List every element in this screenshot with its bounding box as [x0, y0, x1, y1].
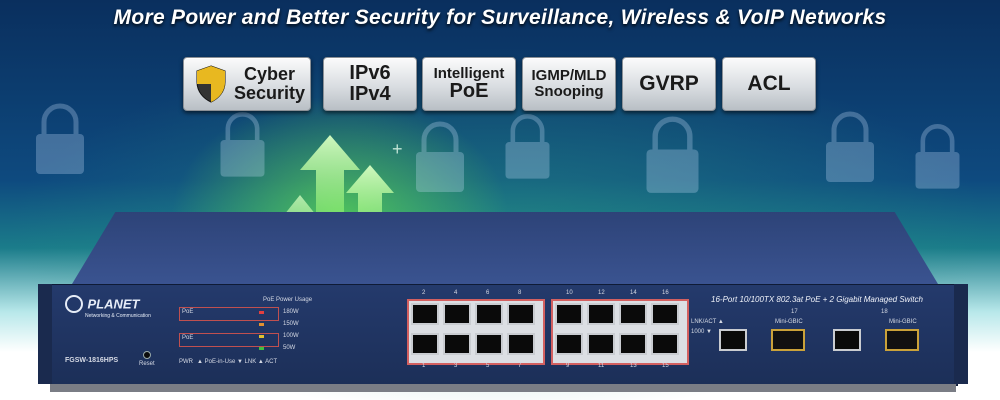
led-legend: ▲ PoE-in-Use ▼ LNK ▲ ACT	[197, 359, 278, 365]
brand-name: PLANET	[87, 296, 140, 312]
port-number-top: 10	[566, 290, 573, 296]
poe-led-label-2: PoE	[182, 335, 194, 341]
rj45-port-2[interactable]	[411, 303, 439, 325]
port-number-bottom: 15	[662, 363, 669, 369]
switch-base	[50, 384, 956, 392]
rj45-port-7[interactable]	[507, 333, 535, 355]
power-led-100	[259, 335, 264, 338]
badge-acl: ACL	[722, 57, 816, 111]
rj45-port-12[interactable]	[587, 303, 615, 325]
svg-text:+: +	[392, 139, 403, 159]
sfp-slot-17[interactable]	[771, 329, 805, 351]
minigbic-label-18: Mini-GBIC	[889, 319, 917, 325]
power-led-180	[259, 311, 264, 314]
sfp-slot-18[interactable]	[885, 329, 919, 351]
rack-ear-left	[38, 284, 52, 384]
port-number-top: 2	[422, 290, 426, 296]
power-level-100: 100W	[283, 333, 299, 339]
lnk-act-label: LNK/ACT ▲	[691, 319, 724, 325]
combo-17-label: 17	[791, 309, 798, 315]
rj45-port-14[interactable]	[619, 303, 647, 325]
badge-ipv-line2: IPv4	[349, 83, 391, 105]
poe-led-label: PoE	[182, 309, 194, 315]
power-led-50	[259, 347, 264, 350]
padlock-icon	[505, 114, 550, 179]
badge-igmp-mld: IGMP/MLD Snooping	[522, 57, 616, 111]
banner-headline: More Power and Better Security for Surve…	[113, 6, 887, 29]
rj45-port-8[interactable]	[507, 303, 535, 325]
rj45-port-13[interactable]	[619, 333, 647, 355]
port-number-top: 16	[662, 290, 669, 296]
port-number-top: 4	[454, 290, 458, 296]
padlock-icon	[416, 121, 464, 192]
port-number-bottom: 3	[454, 363, 458, 369]
badge-cyber-line1: Cyber	[244, 64, 296, 85]
badge-cyber-line2: Security	[234, 83, 306, 103]
badge-gvrp: GVRP	[622, 57, 716, 111]
gigabit-port-17[interactable]	[719, 329, 747, 351]
poe-led-row-1	[179, 307, 279, 321]
rj45-port-16[interactable]	[651, 303, 679, 325]
port-number-bottom: 13	[630, 363, 637, 369]
padlock-icon	[915, 124, 960, 189]
badge-igmp-line2: Snooping	[534, 83, 604, 100]
power-level-180: 180W	[283, 309, 299, 315]
port-number-bottom: 9	[566, 363, 570, 369]
power-level-150: 150W	[283, 321, 299, 327]
switch-front-panel: PLANET Networking & Communication FGSW-1…	[50, 284, 958, 386]
minigbic-label-17: Mini-GBIC	[775, 319, 803, 325]
rj45-port-11[interactable]	[587, 333, 615, 355]
switch-top-panel	[72, 212, 938, 284]
port-number-bottom: 11	[598, 363, 605, 369]
rj45-port-1[interactable]	[411, 333, 439, 355]
power-usage-title: PoE Power Usage	[263, 297, 313, 303]
rj45-port-6[interactable]	[475, 303, 503, 325]
rj45-port-3[interactable]	[443, 333, 471, 355]
rj45-port-9[interactable]	[555, 333, 583, 355]
badge-ipv6-ipv4: IPv6 IPv4	[323, 57, 417, 111]
gigabit-port-18[interactable]	[833, 329, 861, 351]
badge-intelligent-poe: Intelligent PoE	[422, 57, 516, 111]
rj45-port-10[interactable]	[555, 303, 583, 325]
reset-button[interactable]	[143, 351, 151, 359]
padlock-icon	[826, 111, 874, 182]
badge-acl-label: ACL	[747, 71, 791, 95]
rj45-port-5[interactable]	[475, 333, 503, 355]
port-number-top: 14	[630, 290, 637, 296]
rack-ear-right	[954, 284, 968, 384]
padlock-icon	[220, 112, 265, 177]
badge-poe-line2: PoE	[449, 80, 489, 103]
port-number-top: 6	[486, 290, 490, 296]
badge-poe-line1: Intelligent	[433, 64, 505, 82]
badge-gvrp-label: GVRP	[639, 71, 699, 95]
planet-logo: PLANET Networking & Communication	[65, 295, 151, 319]
padlock-icon	[646, 116, 699, 193]
badge-cyber-security: Cyber Security	[183, 57, 311, 111]
pwr-label: PWR	[179, 359, 193, 365]
network-switch: PLANET Networking & Communication FGSW-1…	[38, 212, 968, 394]
model-number: FGSW-1816HPS	[65, 357, 119, 364]
brand-tagline: Networking & Communication	[85, 313, 151, 320]
reset-label: Reset	[139, 361, 155, 367]
badge-igmp-line1: IGMP/MLD	[531, 67, 607, 85]
padlock-icon	[36, 103, 84, 174]
badge-ipv-line1: IPv6	[349, 62, 391, 84]
power-led-150	[259, 323, 264, 326]
port-number-top: 8	[518, 290, 522, 296]
port-number-bottom: 7	[518, 363, 522, 369]
poe-led-row-2	[179, 333, 279, 347]
combo-18-label: 18	[881, 309, 888, 315]
power-level-50: 50W	[283, 345, 296, 351]
port-number-bottom: 5	[486, 363, 490, 369]
rj45-port-4[interactable]	[443, 303, 471, 325]
shield-icon	[196, 65, 226, 103]
speed-label: 1000 ▼	[691, 329, 712, 335]
port-number-top: 12	[598, 290, 605, 296]
switch-description: 16-Port 10/100TX 802.3at PoE + 2 Gigabit…	[711, 295, 923, 304]
port-number-bottom: 1	[422, 363, 426, 369]
rj45-port-15[interactable]	[651, 333, 679, 355]
